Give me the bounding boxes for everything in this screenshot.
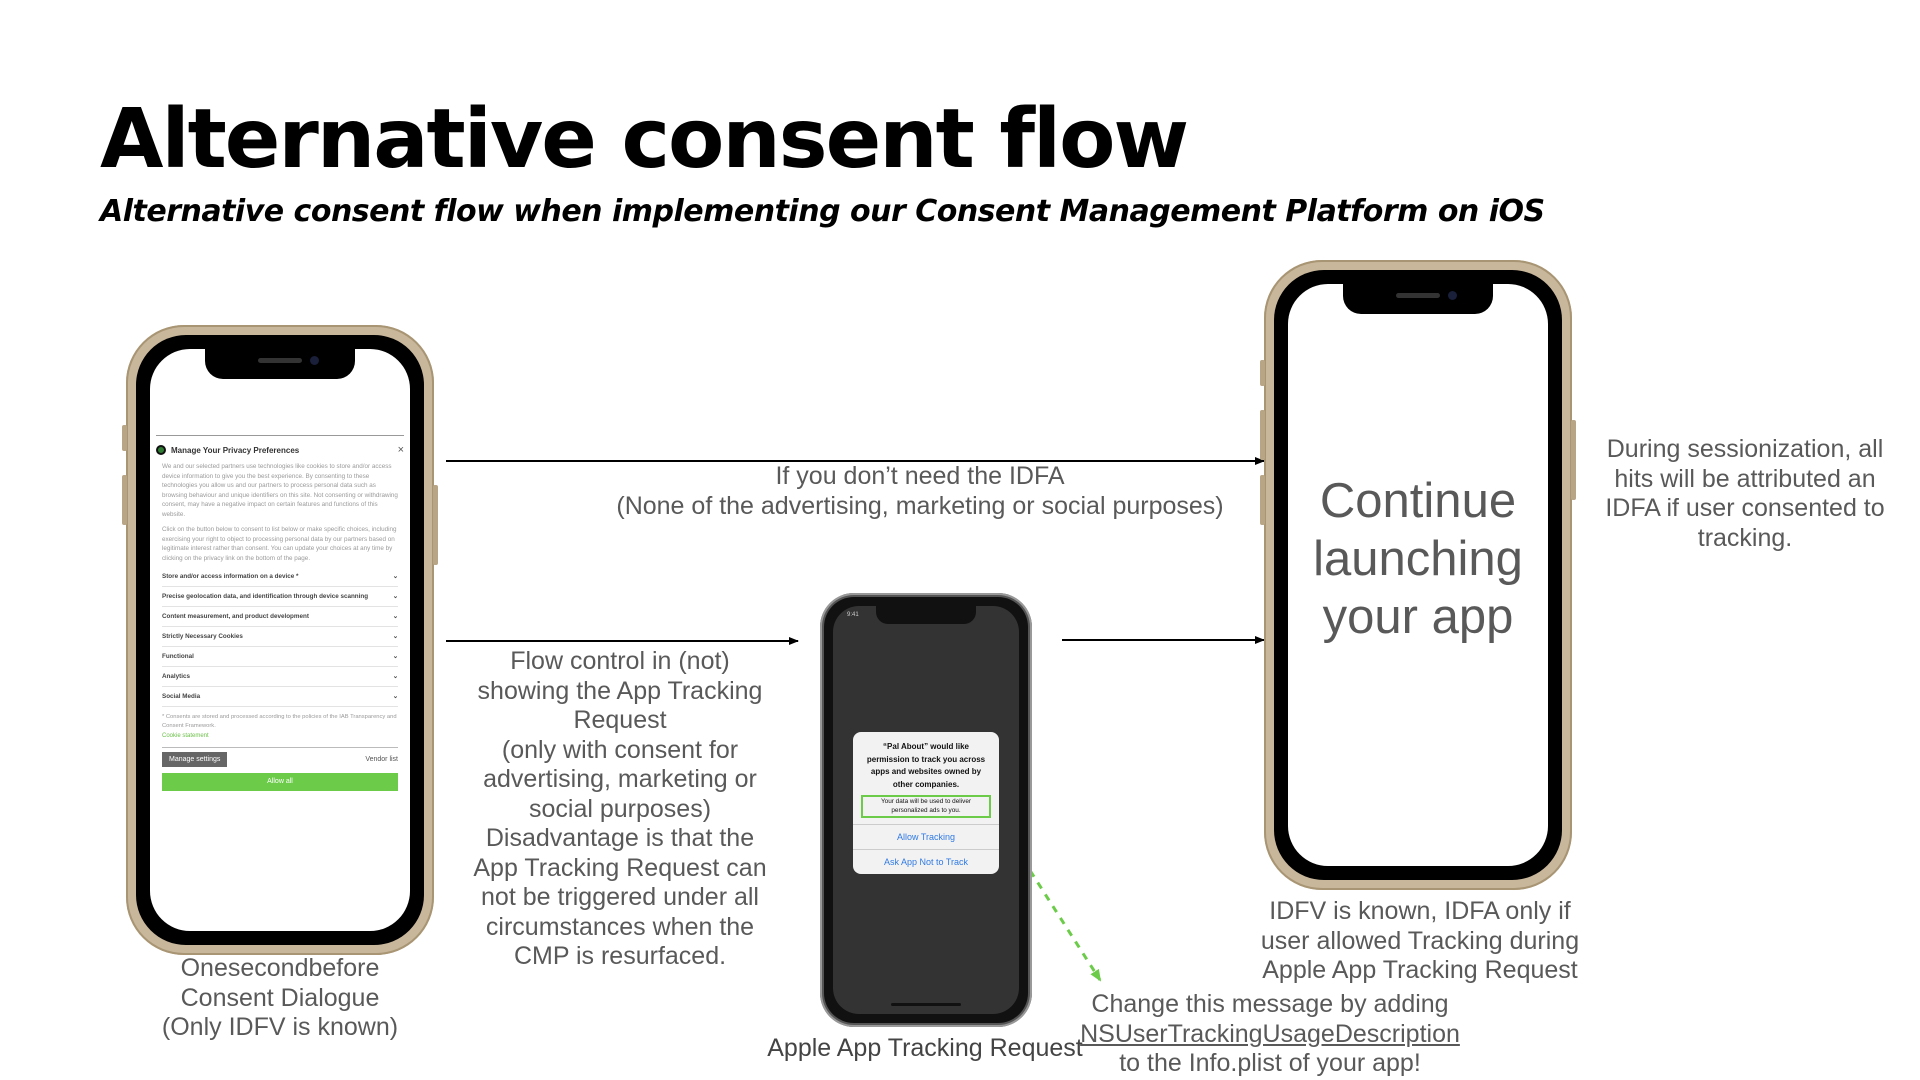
chevron-down-icon: ⌄ — [392, 673, 398, 680]
tracking-permission-dialog: “Pal About” would like permission to tra… — [853, 732, 999, 874]
purpose-row[interactable]: Strictly Necessary Cookies⌄ — [162, 627, 398, 647]
cookie-statement-link[interactable]: Cookie statement — [162, 733, 209, 739]
app-phone: Continue launching your app — [1260, 260, 1576, 890]
status-time: 9:41 — [847, 612, 859, 618]
usage-description: Your data will be used to deliver person… — [861, 795, 991, 818]
top-arrow-label: If you don’t need the IDFA (None of the … — [616, 462, 1224, 520]
chevron-down-icon: ⌄ — [392, 613, 398, 620]
brand-logo-icon — [156, 445, 166, 455]
purpose-row[interactable]: Functional⌄ — [162, 647, 398, 667]
consent-dialog: Manage Your Privacy Preferences × We and… — [154, 435, 406, 791]
allow-all-button[interactable]: Allow all — [162, 773, 398, 791]
app-phone-caption: IDFV is known, IDFA only if user allowed… — [1260, 897, 1580, 984]
tracking-permission-message: “Pal About” would like permission to tra… — [866, 742, 986, 789]
continue-launching-text: Continue launching your app — [1313, 474, 1523, 644]
purpose-row[interactable]: Social Media⌄ — [162, 687, 398, 707]
consent-dialog-title: Manage Your Privacy Preferences — [171, 445, 300, 455]
purpose-row[interactable]: Content measurement, and product develop… — [162, 607, 398, 627]
purpose-row[interactable]: Precise geolocation data, and identifica… — [162, 587, 398, 607]
chevron-down-icon: ⌄ — [392, 653, 398, 660]
att-phone: 9:41 “Pal About” would like permission t… — [820, 593, 1032, 1027]
purpose-row[interactable]: Store and/or access information on a dev… — [162, 567, 398, 587]
vendor-list-link[interactable]: Vendor list — [365, 756, 398, 763]
consent-intro-text: We and our selected partners use technol… — [162, 463, 398, 518]
cmp-screen: Manage Your Privacy Preferences × We and… — [150, 349, 410, 931]
cmp-phone: Manage Your Privacy Preferences × We and… — [122, 325, 438, 955]
flow-control-text: Flow control in (not) showing the App Tr… — [473, 647, 767, 970]
plist-key: NSUserTrackingUsageDescription — [1080, 1019, 1460, 1048]
page-title: Alternative consent flow — [100, 92, 1189, 187]
sessionization-note: During sessionization, all hits will be … — [1605, 435, 1885, 552]
chevron-down-icon: ⌄ — [392, 573, 398, 580]
iab-note: * Consents are stored and processed acco… — [162, 714, 397, 729]
chevron-down-icon: ⌄ — [392, 633, 398, 640]
app-screen: Continue launching your app — [1288, 284, 1548, 866]
manage-settings-button[interactable]: Manage settings — [162, 752, 228, 767]
ask-not-to-track-button[interactable]: Ask App Not to Track — [853, 849, 999, 874]
att-screen: 9:41 “Pal About” would like permission t… — [833, 606, 1019, 1014]
page-subtitle: Alternative consent flow when implementi… — [100, 194, 1545, 229]
att-phone-caption: Apple App Tracking Request — [767, 1034, 1083, 1062]
chevron-down-icon: ⌄ — [392, 693, 398, 700]
close-icon[interactable]: × — [397, 444, 404, 456]
chevron-down-icon: ⌄ — [392, 593, 398, 600]
allow-tracking-button[interactable]: Allow Tracking — [853, 824, 999, 849]
change-message-note: Change this message by adding NSUserTrac… — [1060, 990, 1480, 1079]
consent-choice-text: Click on the button below to consent to … — [162, 526, 397, 562]
cmp-phone-caption: Onesecondbefore Consent Dialogue (Only I… — [161, 954, 399, 1041]
purpose-row[interactable]: Analytics⌄ — [162, 667, 398, 687]
